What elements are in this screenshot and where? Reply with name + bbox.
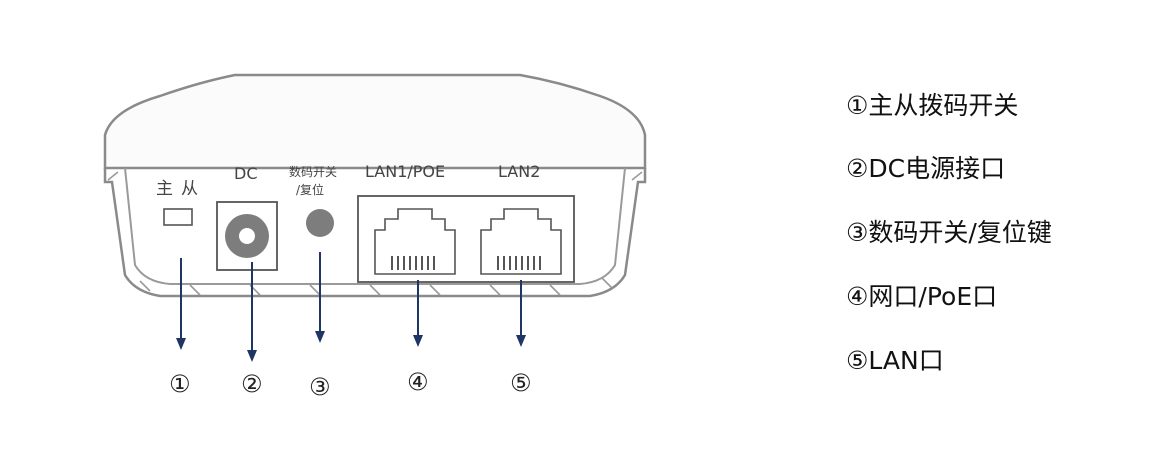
callout-arrows <box>176 252 526 362</box>
callout-4: ④ <box>407 368 429 396</box>
label-lan1: LAN1/POE <box>365 162 445 181</box>
legend-item-1: ①主从拨码开关 <box>846 91 1019 120</box>
label-switch-line1: 数码开关 <box>289 164 337 179</box>
housing-hatching <box>139 277 613 296</box>
device-housing-top <box>103 73 647 170</box>
legend-item-2: ②DC电源接口 <box>846 154 1006 183</box>
callout-1: ① <box>169 370 191 398</box>
legend-item-5: ⑤LAN口 <box>846 346 944 375</box>
callout-3: ③ <box>309 373 331 401</box>
lan1-pins <box>391 256 435 270</box>
reset-button <box>306 209 334 237</box>
corner-hatching <box>107 171 643 181</box>
dc-jack-pin <box>239 228 255 244</box>
label-dc: DC <box>234 164 258 183</box>
device-diagram: 主 从 DC 数码开关 /复位 LAN1/POE LAN2 <box>103 73 647 401</box>
lan2-port <box>480 208 562 275</box>
ethernet-port-block <box>357 195 575 283</box>
dip-switch <box>163 208 193 226</box>
label-slave: 从 <box>181 179 198 199</box>
label-switch-line2: /复位 <box>296 182 324 197</box>
legend-item-3: ③数码开关/复位键 <box>846 218 1052 247</box>
callout-5: ⑤ <box>510 369 532 397</box>
callout-2: ② <box>241 370 263 398</box>
legend-item-4: ④网口/PoE口 <box>846 282 998 311</box>
lan1-port <box>374 208 456 275</box>
device-inner-wall <box>124 167 626 285</box>
label-lan2: LAN2 <box>498 162 540 181</box>
device-housing-body <box>103 168 647 298</box>
lan2-pins <box>497 256 541 270</box>
label-master: 主 <box>156 179 173 199</box>
